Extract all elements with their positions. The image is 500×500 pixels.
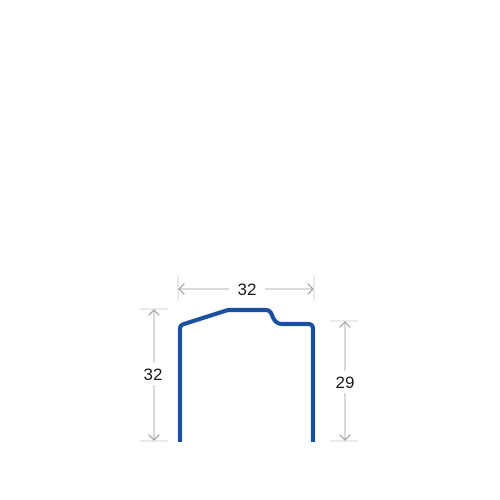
- left-label-bg: [138, 363, 170, 385]
- right-label-bg: [329, 371, 361, 393]
- right-arrow-top: [339, 321, 351, 328]
- width-label-bg: [229, 278, 265, 300]
- left-arrow-bottom: [148, 434, 160, 441]
- right-height-label: 29: [336, 373, 355, 392]
- left-height-dimension: 32: [138, 308, 170, 442]
- width-arrow-right: [307, 283, 314, 295]
- width-arrow-left: [178, 283, 185, 295]
- left-height-label: 32: [144, 365, 163, 384]
- right-arrow-bottom: [339, 434, 351, 441]
- right-height-dimension: 29: [329, 320, 361, 442]
- left-arrow-top: [148, 309, 160, 316]
- profile-outline: [177, 307, 316, 442]
- width-dimension: 32: [177, 276, 315, 300]
- width-label: 32: [238, 280, 257, 299]
